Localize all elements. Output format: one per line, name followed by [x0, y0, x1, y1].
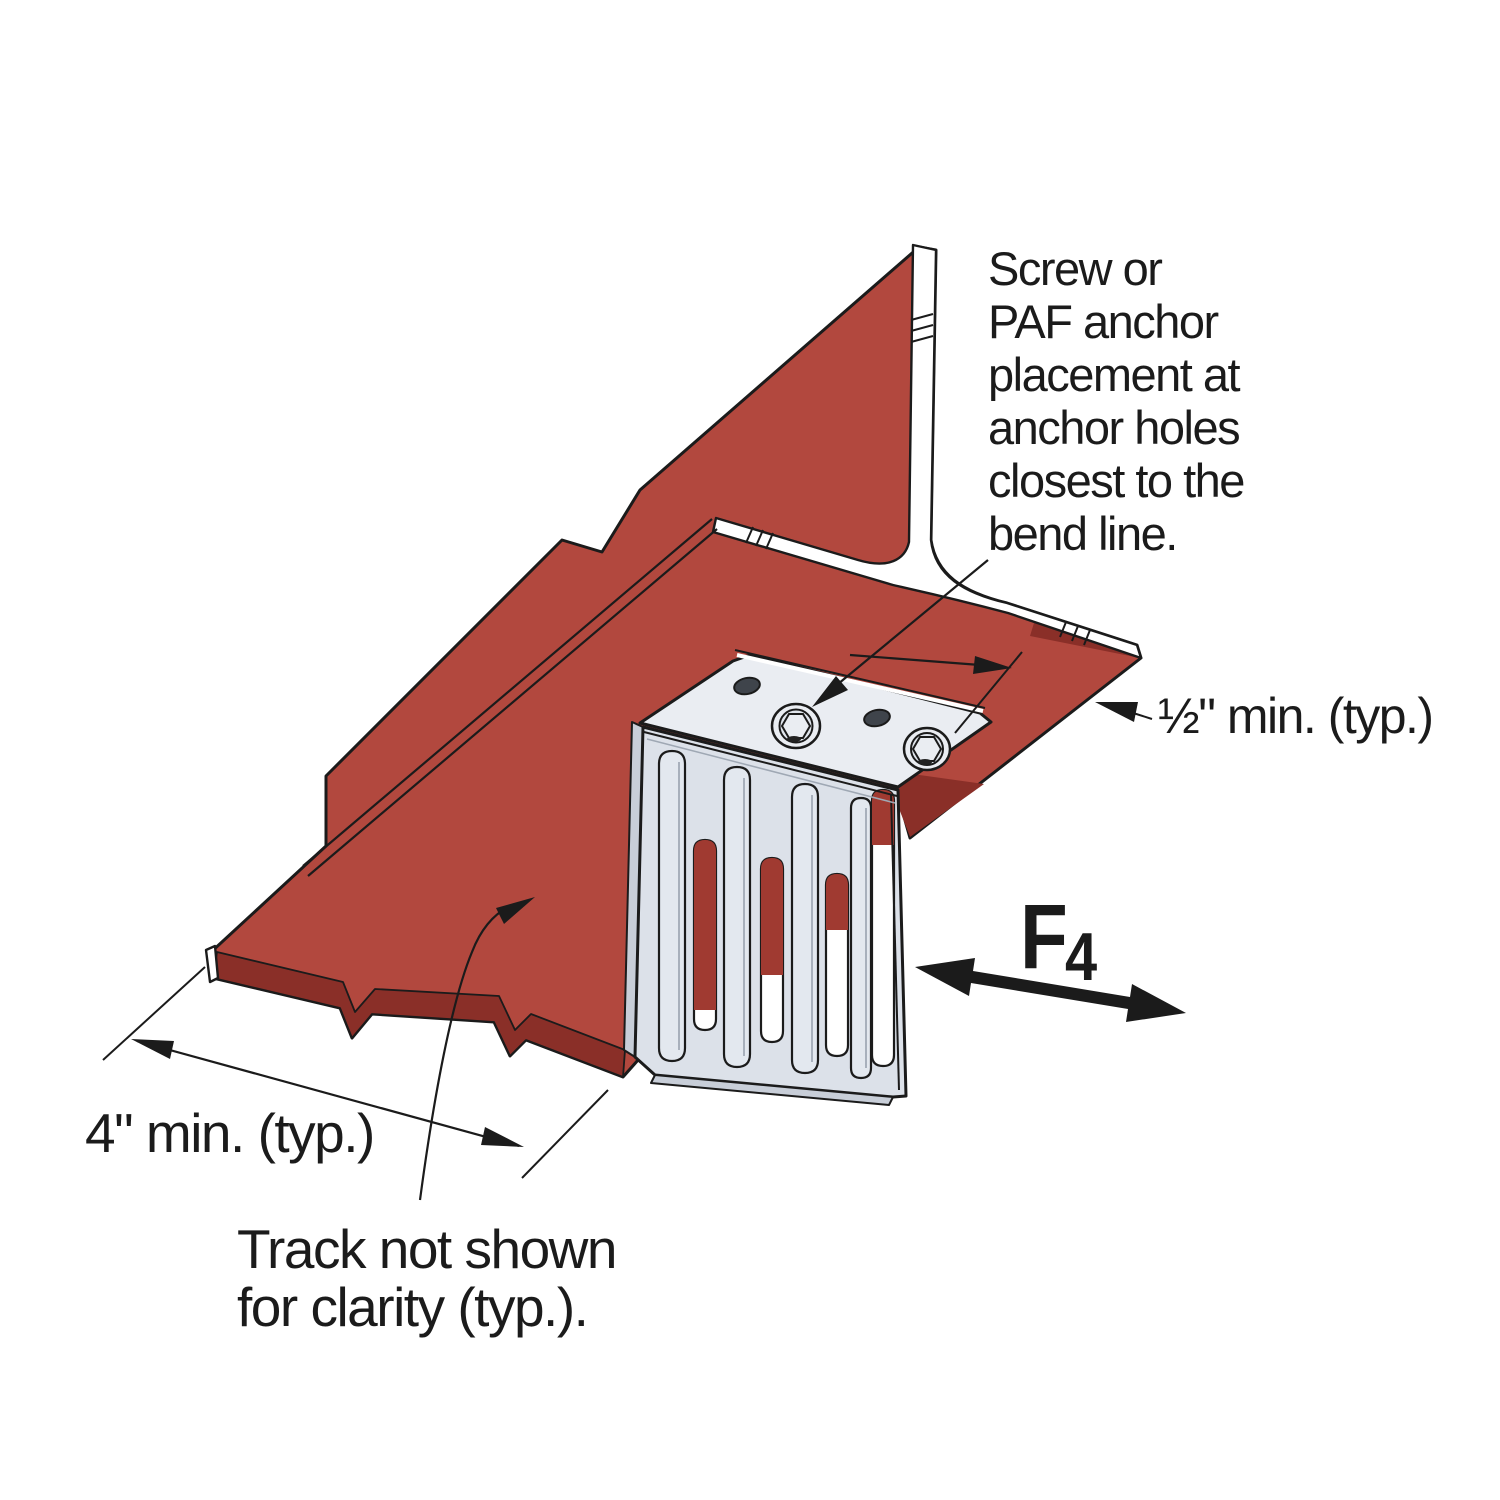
bend-line — [643, 731, 898, 797]
note-leader-arrow — [812, 559, 989, 707]
slide-clip-connector — [623, 649, 993, 1106]
break-hash-marks — [745, 313, 1091, 646]
slot-red-showthrough — [694, 840, 716, 1010]
note-line: closest to the — [988, 454, 1244, 507]
dimension-four-inch — [102, 966, 609, 1179]
note-line: placement at — [988, 348, 1241, 401]
web-flange-junction-lines — [302, 518, 718, 877]
stiffening-ribs — [657, 749, 873, 1080]
note-line: PAF anchor — [988, 295, 1219, 348]
slotted-holes — [692, 788, 896, 1068]
tee-beam — [204, 243, 1143, 1079]
anchor-hole — [863, 708, 891, 728]
leg-bottom-lip — [650, 1074, 894, 1106]
track-leader-arrow — [418, 897, 535, 1201]
note-line: Screw or — [988, 242, 1162, 295]
slot-red-showthrough — [826, 874, 848, 930]
web-flange-fillet-band — [711, 243, 1143, 660]
dimension-half-inch — [849, 651, 1153, 734]
flange-tip-edge — [204, 944, 220, 984]
hex-screw — [902, 726, 952, 772]
force-label-sub: 4 — [1065, 920, 1097, 995]
force-arrow-f4 — [915, 958, 1186, 1022]
track-note-line: for clarity (typ.). — [237, 1276, 587, 1338]
four-inch-dim-label: 4" min. (typ.) — [85, 1102, 374, 1164]
anchor-hole — [733, 676, 761, 696]
note-line: anchor holes — [988, 401, 1239, 454]
half-inch-dim-label: ½" min. (typ.) — [1158, 688, 1433, 744]
lid-edge-highlight — [736, 653, 984, 713]
force-label: F 4 — [1020, 886, 1097, 995]
note-text: Screw or PAF anchor placement at anchor … — [988, 242, 1246, 560]
leg-edge-inner-line — [890, 793, 900, 1091]
rib-emboss — [790, 782, 820, 1075]
note-line: bend line. — [988, 507, 1177, 560]
slot-red-showthrough — [872, 790, 894, 845]
rib-emboss — [722, 765, 752, 1069]
track-note-text: Track not shown for clarity (typ.). — [237, 1218, 617, 1338]
slot-red-showthrough — [761, 858, 783, 975]
flange-edge-shadow — [898, 772, 984, 837]
rib-emboss — [849, 796, 873, 1080]
rib-emboss — [657, 749, 687, 1063]
bend-line-shade — [646, 738, 896, 804]
rib-shading — [678, 762, 867, 1068]
lid-edge-line — [734, 649, 986, 709]
hex-screw — [770, 702, 822, 750]
track-note-line: Track not shown — [237, 1218, 616, 1280]
force-label-main: F — [1020, 886, 1068, 988]
